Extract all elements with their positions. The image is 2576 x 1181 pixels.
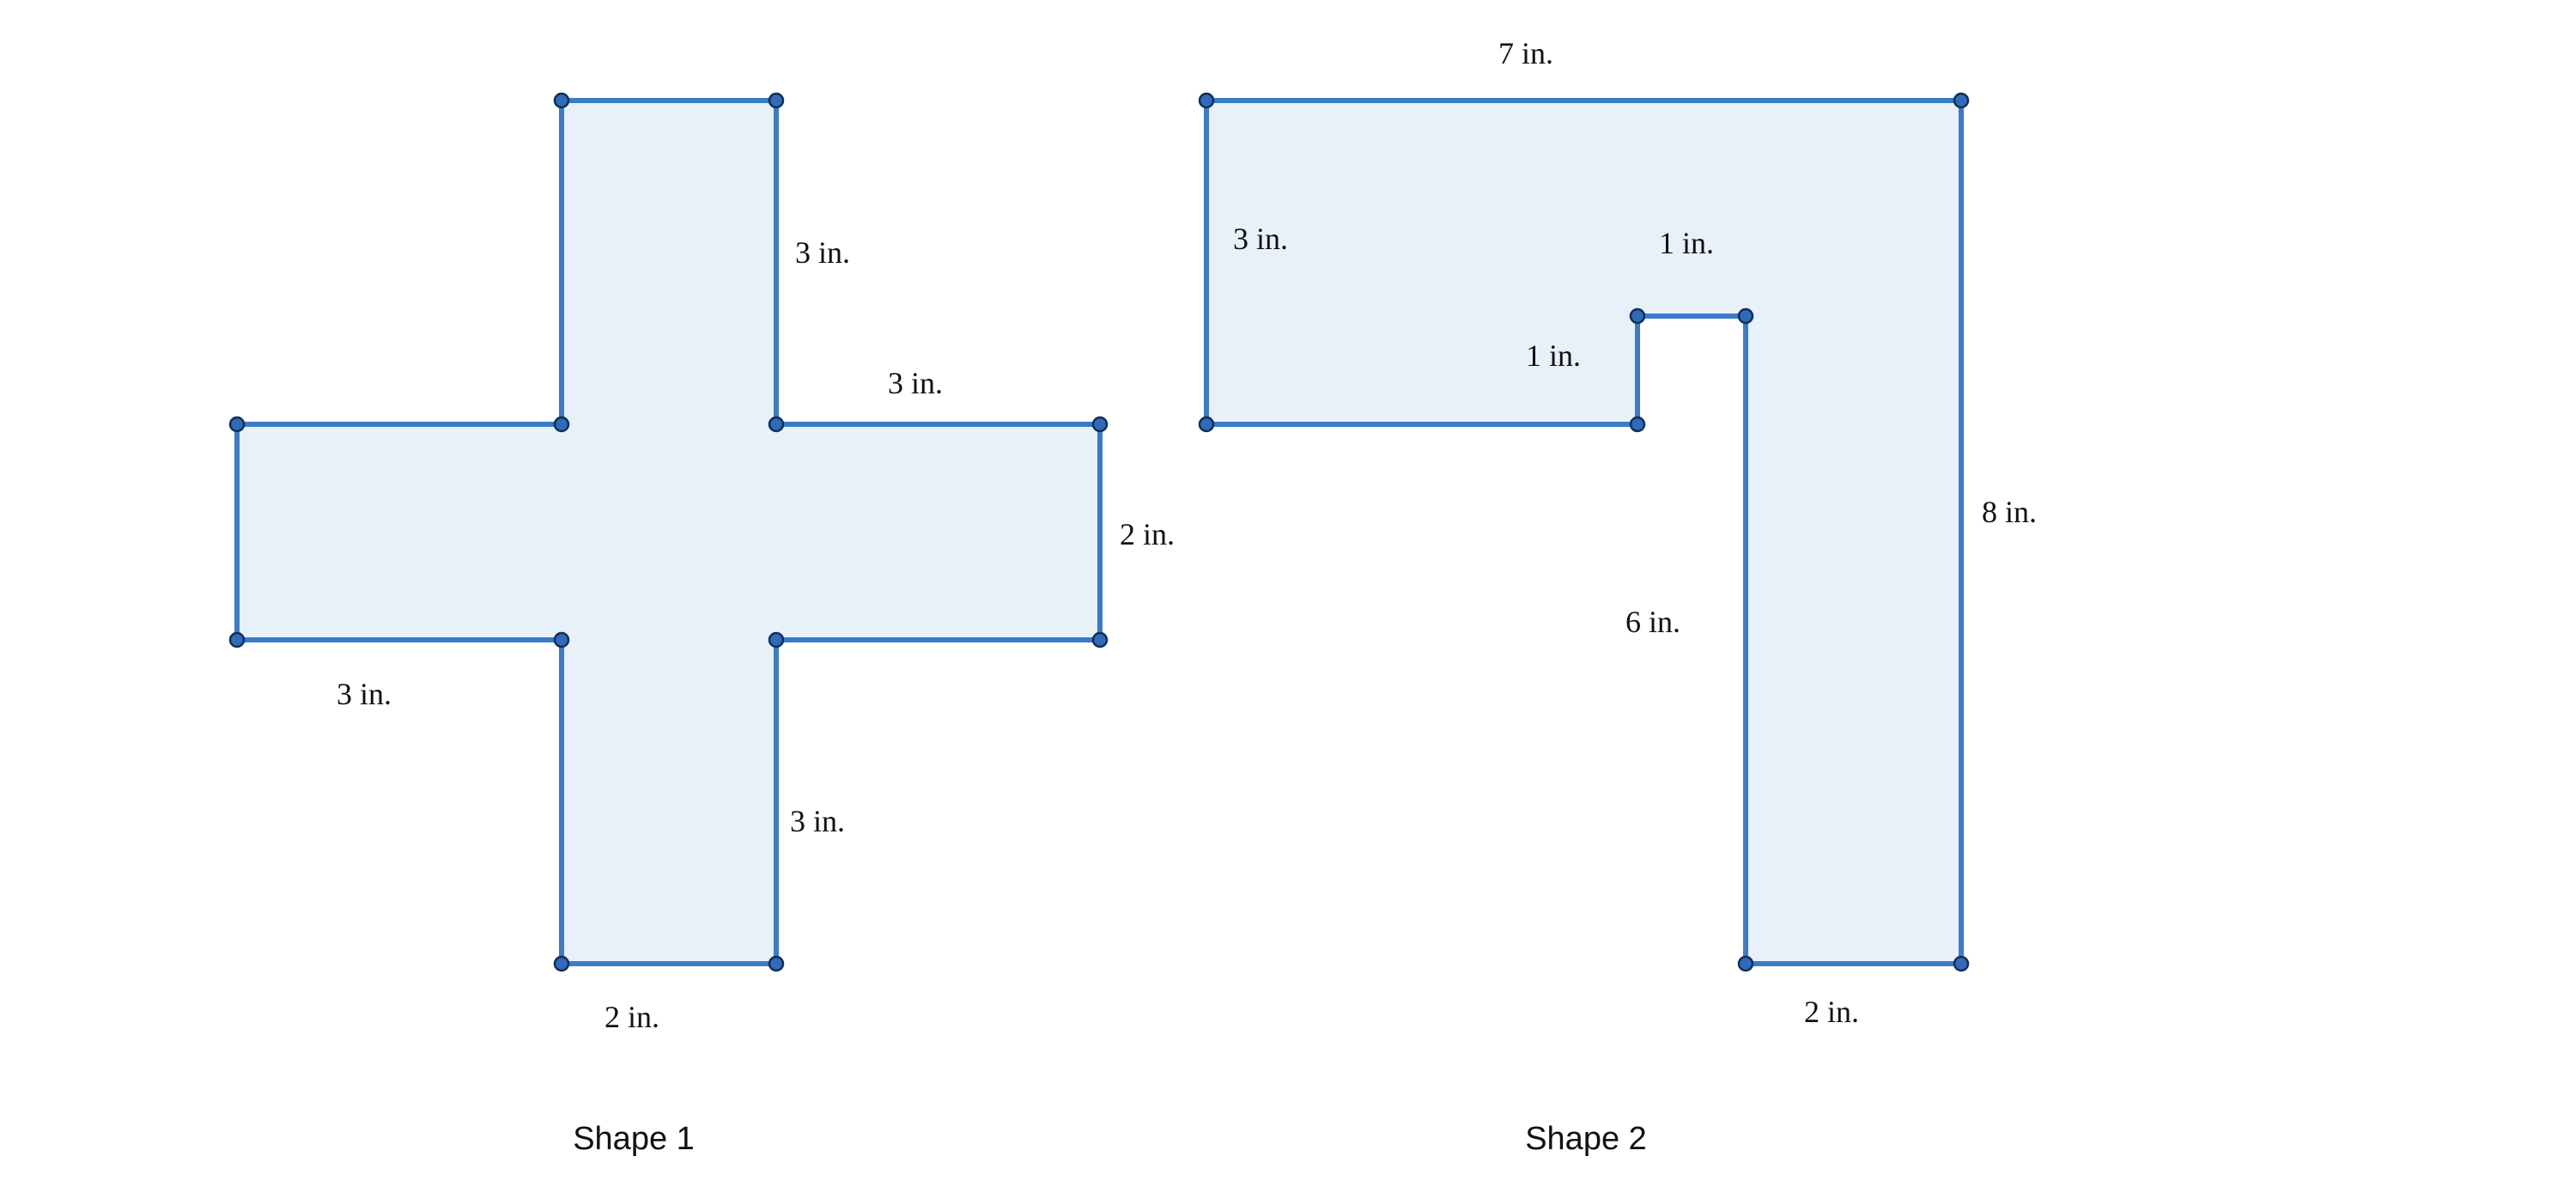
vertex xyxy=(1629,416,1646,433)
vertex xyxy=(1953,92,1970,109)
vertex xyxy=(1198,416,1215,433)
vertex xyxy=(1737,955,1754,972)
vertex xyxy=(553,92,570,109)
shape-2-caption: Shape 2 xyxy=(1525,1121,1647,1157)
shape-1-polygon xyxy=(234,98,1103,966)
vertex xyxy=(553,955,570,972)
vertex xyxy=(228,631,246,648)
shape-2-label-inner-vertical: 6 in. xyxy=(1625,605,1680,639)
shape-2-label-left: 3 in. xyxy=(1233,222,1288,256)
shape-1: 3 in. 3 in. 2 in. 3 in. 3 in. 2 in. Shap… xyxy=(228,92,1175,1157)
vertex xyxy=(553,416,570,433)
vertex xyxy=(553,631,570,648)
vertex xyxy=(768,92,785,109)
shape-2-polygon xyxy=(1204,98,1964,966)
shape-1-label-left-arm-bottom: 3 in. xyxy=(337,677,392,711)
shape-1-vertices xyxy=(228,92,1109,972)
vertex xyxy=(1737,307,1754,325)
vertex xyxy=(1091,631,1109,648)
shape-1-label-right-arm-end: 2 in. xyxy=(1120,517,1175,551)
shape-2-vertices xyxy=(1198,92,1970,972)
vertex xyxy=(228,416,246,433)
shape-1-label-bottom-arm-end: 2 in. xyxy=(605,1000,659,1034)
vertex xyxy=(1953,955,1970,972)
shape-1-label-top-arm-right: 3 in. xyxy=(795,235,850,270)
vertex xyxy=(768,631,785,648)
shape-1-label-right-arm-top: 3 in. xyxy=(888,366,943,400)
vertex xyxy=(1198,92,1215,109)
shape-2-label-bottom: 2 in. xyxy=(1804,995,1859,1029)
shape-2-label-top: 7 in. xyxy=(1498,36,1553,70)
shape-2-label-notch-top: 1 in. xyxy=(1659,226,1714,260)
vertex xyxy=(768,416,785,433)
vertex xyxy=(1629,307,1646,325)
shape-2-label-right: 8 in. xyxy=(1982,495,2037,529)
vertex xyxy=(768,955,785,972)
vertex xyxy=(1091,416,1109,433)
shape-2: 7 in. 3 in. 1 in. 1 in. 8 in. 6 in. 2 in… xyxy=(1198,36,2037,1157)
shape-2-label-notch-side: 1 in. xyxy=(1526,338,1581,373)
shape-1-label-bottom-arm-right: 3 in. xyxy=(790,804,845,838)
shape-1-caption: Shape 1 xyxy=(573,1121,695,1157)
